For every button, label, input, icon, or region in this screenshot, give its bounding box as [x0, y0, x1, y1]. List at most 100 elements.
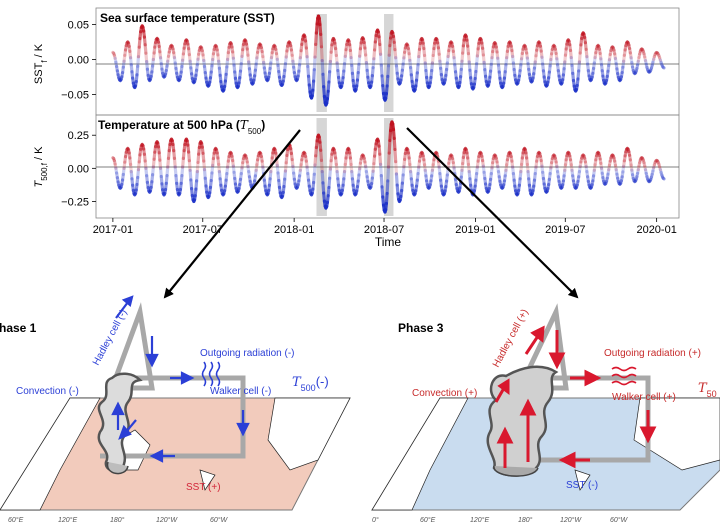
series-segment: [518, 170, 523, 181]
series-segment: [565, 151, 570, 158]
series-segment: [607, 159, 612, 167]
series-segment: [386, 53, 391, 68]
lon-label: 120°E: [58, 516, 77, 524]
series-segment: [488, 177, 493, 187]
series-segment: [227, 151, 232, 159]
series-segment: [156, 40, 161, 49]
series-segment: [210, 57, 215, 68]
series-segment: [393, 147, 398, 164]
series-segment: [465, 38, 470, 48]
series-segment: [364, 53, 368, 65]
series-segment: [494, 156, 499, 164]
series-segment: [306, 64, 311, 78]
series-segment: [202, 159, 207, 172]
series-segment: [171, 142, 176, 153]
series-segment: [244, 42, 249, 51]
series-segment: [193, 73, 198, 81]
series-segment: [430, 53, 435, 65]
series-segment: [217, 59, 222, 70]
sst-panel: 0.050.00−0.05 Sea surface temperature (S…: [33, 7, 680, 116]
phase-3-t500-label: T50: [698, 381, 717, 399]
series-segment: [214, 45, 219, 52]
series-segment: [550, 157, 554, 165]
series-segment: [658, 168, 663, 175]
series-segment: [231, 164, 236, 174]
series-segment: [502, 174, 507, 183]
series-segment: [517, 69, 522, 78]
series-segment: [136, 168, 141, 180]
series-segment: [502, 70, 507, 80]
series-segment: [577, 170, 582, 179]
series-segment: [445, 54, 450, 65]
series-segment: [256, 151, 261, 158]
t500-axes-frame: [95, 114, 680, 219]
series-segment: [267, 66, 272, 75]
series-segment: [385, 74, 390, 88]
series-segment: [592, 163, 597, 172]
series-segment: [262, 66, 267, 75]
series-segment: [604, 74, 609, 83]
series-segment: [650, 169, 655, 176]
series-segment: [604, 179, 609, 186]
series-segment: [370, 66, 375, 78]
series-segment: [480, 159, 485, 168]
series-segment: [274, 47, 279, 56]
series-segment: [267, 71, 272, 79]
series-segment: [193, 187, 198, 198]
series-segment: [313, 154, 318, 167]
series-segment: [547, 70, 551, 80]
series-segment: [141, 144, 146, 151]
y-tick-label: 0.05: [68, 20, 89, 32]
series-segment: [599, 166, 604, 175]
series-segment: [481, 164, 486, 174]
series-segment: [444, 67, 449, 77]
series-segment: [519, 57, 524, 67]
series-segment: [535, 154, 540, 163]
series-segment: [321, 72, 326, 89]
series-segment: [144, 51, 149, 64]
series-segment: [461, 44, 465, 55]
series-segment: [457, 186, 462, 193]
series-segment: [583, 156, 587, 164]
series-segment: [371, 162, 376, 173]
phase-3-lon-labels: 0° 60°E 120°E 180° 120°W 60°W: [372, 516, 629, 524]
series-segment: [465, 151, 470, 160]
sst-title: Sea surface temperature (SST): [100, 11, 275, 25]
series-segment: [335, 61, 340, 73]
series-segment: [283, 55, 288, 66]
series-segment: [143, 159, 148, 170]
x-tick-label: 2017-07: [183, 224, 223, 236]
series-segment: [142, 152, 147, 163]
series-segment: [288, 143, 293, 151]
series-segment: [461, 151, 466, 160]
series-segment: [224, 172, 229, 182]
series-segment: [239, 166, 244, 176]
series-segment: [112, 51, 116, 57]
series-segment: [555, 164, 560, 174]
series-segment: [253, 68, 258, 78]
x-tick-label: 2019-07: [545, 224, 585, 236]
series-segment: [266, 75, 271, 82]
series-segment: [622, 53, 626, 63]
series-segment: [641, 158, 646, 165]
series-segment: [536, 150, 541, 156]
series-segment: [369, 181, 374, 189]
series-segment: [241, 154, 246, 161]
series-segment: [520, 151, 525, 160]
series-segment: [224, 65, 229, 76]
series-segment: [564, 42, 569, 51]
arrow-to-phase-3: [406, 127, 579, 299]
series-segment: [627, 46, 632, 55]
series-segment: [547, 177, 551, 187]
series-segment: [360, 153, 365, 158]
series-segment: [406, 46, 411, 56]
series-segment: [447, 41, 452, 48]
series-segment: [344, 151, 349, 160]
series-segment: [380, 74, 385, 88]
series-segment: [636, 164, 641, 172]
series-segment: [444, 179, 449, 189]
series-segment: [487, 182, 492, 191]
series-segment: [272, 43, 277, 49]
series-segment: [478, 150, 482, 156]
series-segment: [371, 57, 376, 70]
